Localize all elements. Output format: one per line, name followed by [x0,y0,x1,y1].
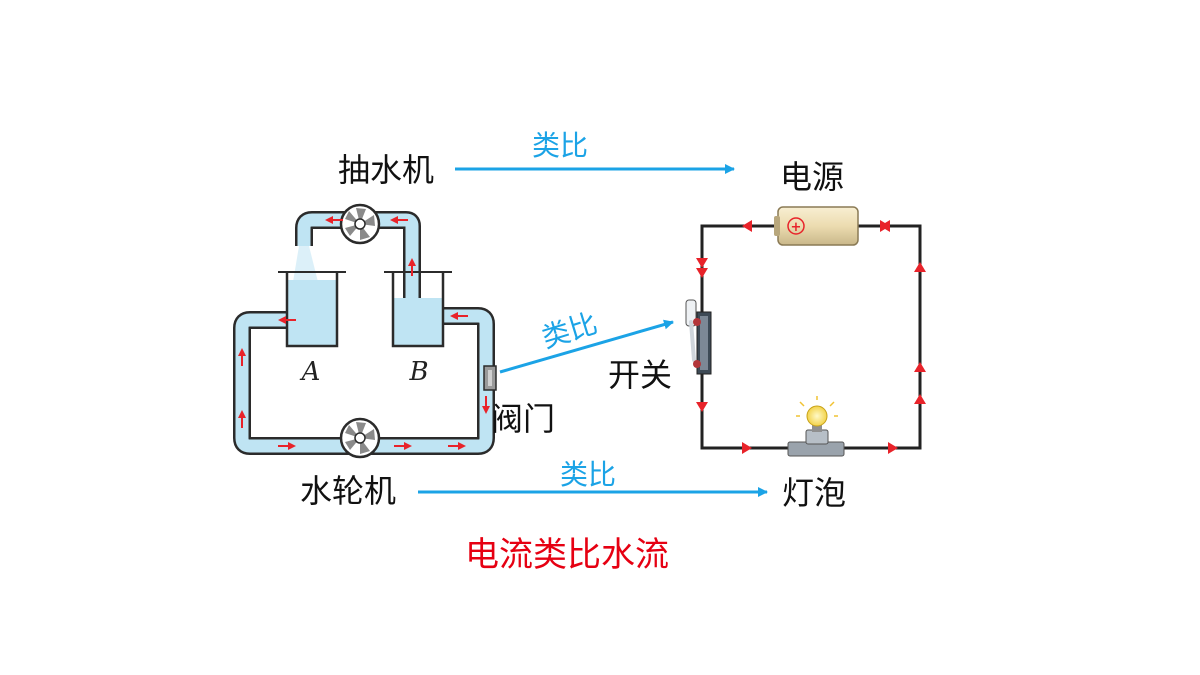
tank-b-label: B [408,357,428,387]
current-flow-arrows [696,220,926,454]
water-stream [293,246,318,282]
analogy-label-middle: 类比 [538,307,601,355]
pump-label: 抽水机 [338,151,434,189]
switch-label: 开关 [608,356,672,394]
analogy-arrow-middle [499,319,674,374]
analogy-label-bottom: 类比 [560,458,616,491]
battery-icon: + [774,206,859,246]
turbine-label: 水轮机 [300,472,396,510]
valve-label: 阀门 [491,400,555,438]
bulb-icon [787,396,845,457]
tank-b [384,271,452,348]
switch-icon [685,299,712,375]
bulb-label: 灯泡 [782,474,846,512]
electric-circuit: + [685,206,926,457]
battery-plus-sign: + [791,220,802,235]
power-source-label: 电源 [780,158,844,196]
analogy-arrows: 类比 类比 类比 [418,129,768,497]
pump-wheel-icon [339,203,381,245]
turbine-wheel-icon [339,417,381,459]
caption: 电流类比水流 [465,535,669,575]
analogy-label-top: 类比 [532,129,588,162]
tank-a [278,271,346,348]
water-flow-arrows [238,216,490,450]
tank-a-label: A [300,357,321,387]
valve-icon [483,365,497,391]
water-system: A B [233,203,497,459]
